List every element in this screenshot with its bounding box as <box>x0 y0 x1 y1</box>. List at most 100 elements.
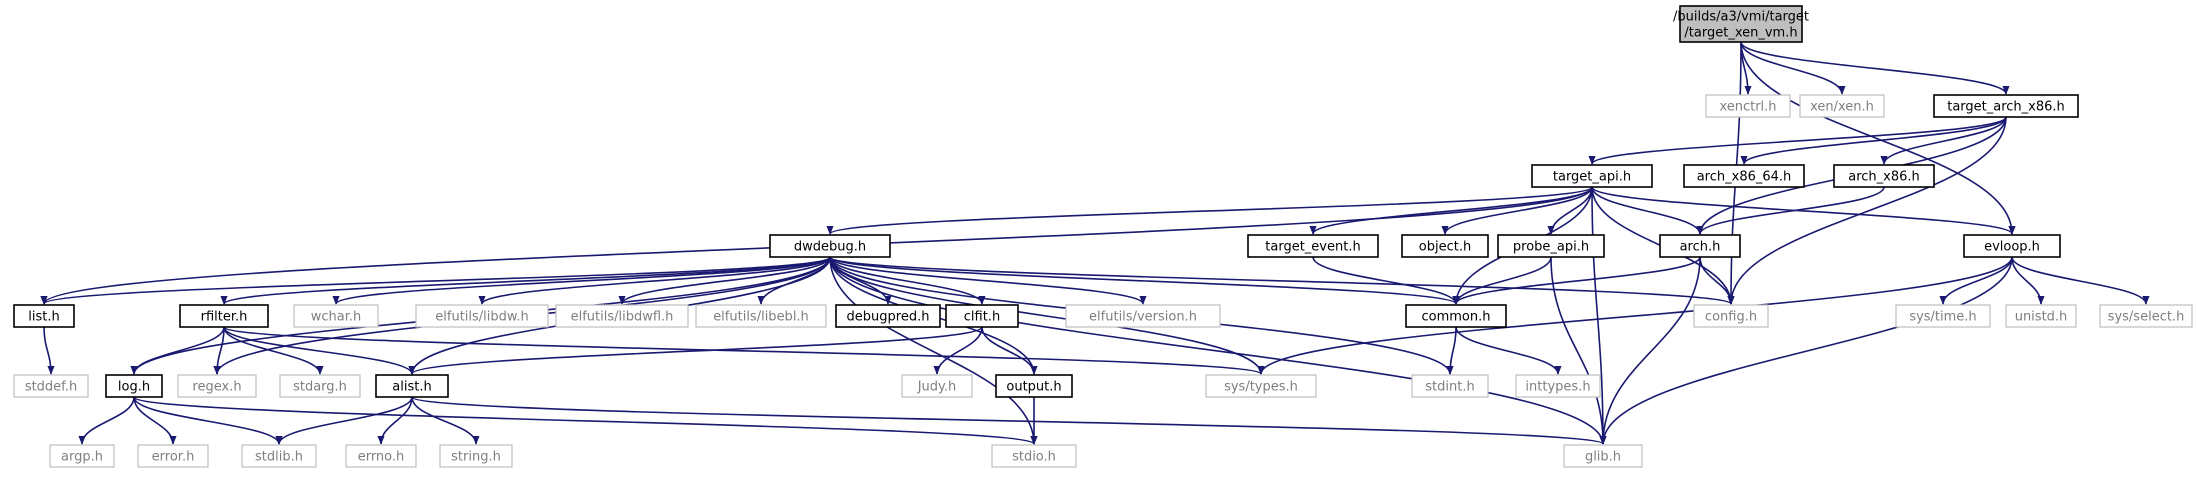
node-label-target_event: target_event.h <box>1265 240 1360 255</box>
node-label-list: list.h <box>28 310 59 325</box>
edge-log-to-argp <box>78 396 135 445</box>
edge-evloop-to-glib <box>1599 256 2013 445</box>
node-label-xenctrl: xenctrl.h <box>1719 100 1776 115</box>
node-output[interactable]: output.h <box>995 374 1073 398</box>
node-judy: Judy.h <box>901 374 973 398</box>
node-label-probe_api: probe_api.h <box>1513 240 1589 255</box>
node-label-version: elfutils/version.h <box>1089 310 1197 325</box>
edge-rfilter-to-stdarg <box>223 326 324 375</box>
node-box-libdwfl <box>555 304 689 328</box>
edge-target_api-to-arch <box>1591 186 1704 235</box>
node-box-log <box>105 374 163 398</box>
node-probe_api[interactable]: probe_api.h <box>1497 234 1605 258</box>
node-label-string: string.h <box>451 450 501 465</box>
node-alist[interactable]: alist.h <box>375 374 449 398</box>
node-label-stdio: stdio.h <box>1012 450 1056 465</box>
node-box-stddef <box>13 374 89 398</box>
node-box-unistd <box>2005 304 2077 328</box>
node-label-argp: argp.h <box>61 450 103 465</box>
node-label-config: config.h <box>1705 310 1757 325</box>
node-label-errno: errno.h <box>358 450 405 465</box>
node-common[interactable]: common.h <box>1405 304 1507 328</box>
edge-dwdebug-to-libdwfl <box>618 256 831 305</box>
node-label-xenxen: xen/xen.h <box>1810 100 1874 115</box>
node-inttypes: inttypes.h <box>1515 374 1601 398</box>
node-version: elfutils/version.h <box>1065 304 1221 328</box>
node-systypes: sys/types.h <box>1205 374 1317 398</box>
node-xenxen: xen/xen.h <box>1799 94 1885 118</box>
node-stdint: stdint.h <box>1411 374 1489 398</box>
edge-common-to-stdint <box>1446 326 1457 375</box>
node-unistd: unistd.h <box>2005 304 2077 328</box>
edge-target_arch_x86-to-arch_x86_64 <box>1740 116 2007 165</box>
node-label-regex: regex.h <box>192 380 241 395</box>
node-label-alist: alist.h <box>392 380 431 395</box>
node-arch_x86_64[interactable]: arch_x86_64.h <box>1683 164 1805 188</box>
edge-dwdebug-to-config <box>829 256 1735 305</box>
edge-clfit-to-output <box>981 326 1038 375</box>
node-label-target_api: target_api.h <box>1553 170 1631 185</box>
node-stddef: stddef.h <box>13 374 89 398</box>
node-object[interactable]: object.h <box>1401 234 1489 258</box>
node-label-rfilter: rfilter.h <box>201 310 248 325</box>
node-config: config.h <box>1693 304 1769 328</box>
edge-root-to-target_arch_x86 <box>1740 41 2010 95</box>
node-regex: regex.h <box>177 374 257 398</box>
node-label-output: output.h <box>1006 380 1061 395</box>
node-label-glib: glib.h <box>1585 450 1621 465</box>
node-log[interactable]: log.h <box>105 374 163 398</box>
node-root[interactable]: /builds/a3/vmi/target/target_xen_vm.h <box>1673 5 1809 43</box>
node-target_event[interactable]: target_event.h <box>1247 234 1379 258</box>
node-stdio: stdio.h <box>991 444 1077 468</box>
node-box-libebl <box>695 304 827 328</box>
edge-dwdebug-to-rfilter <box>220 256 831 305</box>
node-list[interactable]: list.h <box>13 304 75 328</box>
node-systime: sys/time.h <box>1895 304 1991 328</box>
node-glib: glib.h <box>1563 444 1643 468</box>
node-box-target_api <box>1531 164 1653 188</box>
edge-evloop-to-unistd <box>2011 256 2045 305</box>
edge-dwdebug-to-list <box>40 256 831 305</box>
node-rfilter[interactable]: rfilter.h <box>179 304 269 328</box>
node-label-error: error.h <box>152 450 195 465</box>
node-label-systime: sys/time.h <box>1909 310 1976 325</box>
edge-target_arch_x86-to-target_api <box>1588 116 2007 165</box>
edge-target_api-to-evloop <box>1591 186 2016 235</box>
node-box-string <box>439 444 513 468</box>
node-box-arch <box>1659 234 1741 258</box>
node-box-error <box>137 444 209 468</box>
node-box-alist <box>375 374 449 398</box>
node-argp: argp.h <box>49 444 115 468</box>
edge-dwdebug-to-common <box>829 256 1460 305</box>
node-target_api[interactable]: target_api.h <box>1531 164 1653 188</box>
node-box-output <box>995 374 1073 398</box>
node-libdw: elfutils/libdw.h <box>415 304 549 328</box>
edge-common-to-inttypes <box>1455 326 1562 375</box>
node-label-root: /builds/a3/vmi/target <box>1673 10 1809 25</box>
node-dwdebug[interactable]: dwdebug.h <box>769 234 891 258</box>
node-arch_x86[interactable]: arch_x86.h <box>1833 164 1935 188</box>
node-box-errno <box>345 444 417 468</box>
node-libdwfl: elfutils/libdwfl.h <box>555 304 689 328</box>
edge-target_api-to-object <box>1441 186 1593 235</box>
node-label-arch_x86_64: arch_x86_64.h <box>1697 170 1792 185</box>
node-label-debugpred: debugpred.h <box>847 310 930 325</box>
node-box-stdarg <box>279 374 361 398</box>
node-label-arch: arch.h <box>1680 240 1721 255</box>
node-box-xenxen <box>1799 94 1885 118</box>
edge-alist-to-stdlib <box>275 396 413 445</box>
node-target_arch_x86[interactable]: target_arch_x86.h <box>1933 94 2079 118</box>
node-label-stddef: stddef.h <box>25 380 77 395</box>
node-arch[interactable]: arch.h <box>1659 234 1741 258</box>
edge-log-to-error <box>133 396 177 445</box>
node-box-judy <box>901 374 973 398</box>
node-evloop[interactable]: evloop.h <box>1963 234 2061 258</box>
edge-list-to-stddef <box>43 326 55 375</box>
node-box-config <box>1693 304 1769 328</box>
node-debugpred[interactable]: debugpred.h <box>835 304 941 328</box>
node-layer: /builds/a3/vmi/target/target_xen_vm.hxen… <box>13 5 2193 468</box>
node-box-version <box>1065 304 1221 328</box>
node-box-dwdebug <box>769 234 891 258</box>
node-clfit[interactable]: clfit.h <box>945 304 1019 328</box>
